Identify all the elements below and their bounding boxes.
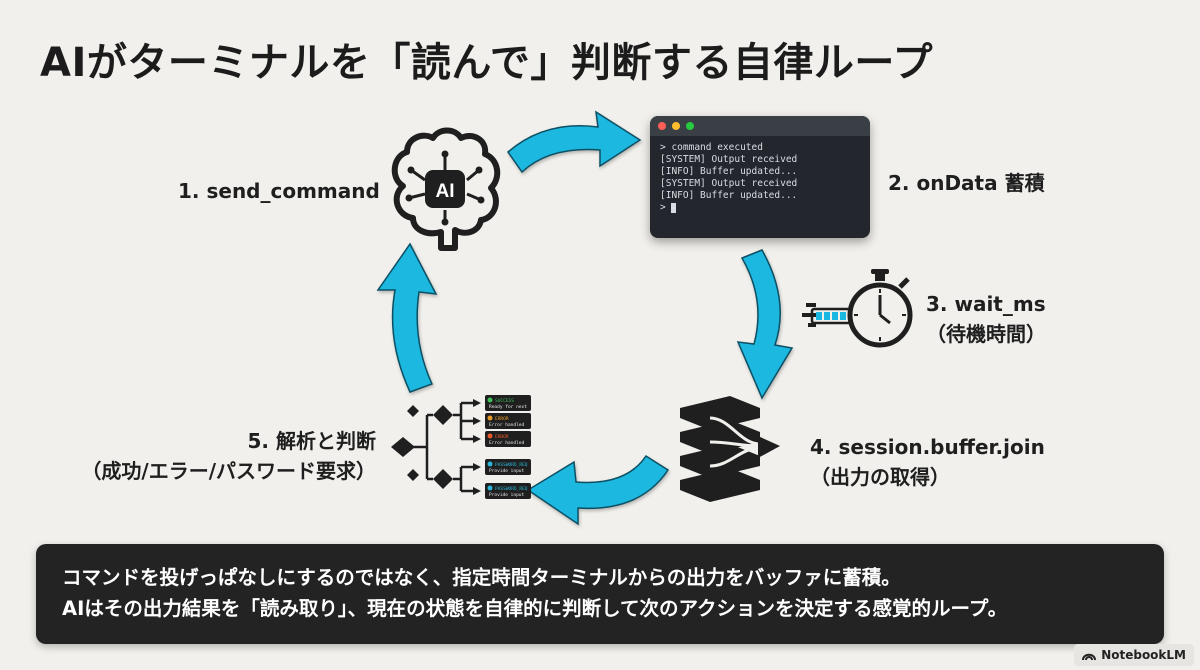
terminal-line: [SYSTEM] Output received: [660, 178, 798, 189]
loop-arrows: [376, 110, 794, 526]
cursor-icon: [671, 202, 677, 213]
stopwatch-icon: [802, 269, 913, 348]
step-1-label: 1. send_command: [178, 179, 380, 203]
decision-tag-status: ERROR: [495, 434, 509, 440]
terminal-line: [INFO] Buffer updated...: [660, 166, 798, 177]
decision-tag-message: Error handled: [489, 422, 525, 428]
brain-ai-text: AI: [436, 181, 455, 202]
buffer-stack-icon: [680, 396, 780, 502]
step-5-title: 5. 解析と判断: [247, 429, 376, 453]
arrow-4-to-5: [526, 454, 670, 526]
step-5-subtitle: （成功/エラー/パスワード要求）: [81, 459, 376, 483]
brain-icon: AI: [391, 127, 501, 251]
badge-text: NotebookLM: [1101, 648, 1186, 662]
decision-tag-message: Error handled: [489, 440, 525, 446]
terminal-window: > command executed [SYSTEM] Output recei…: [650, 116, 870, 238]
decision-tag-message: Ready for next: [489, 404, 527, 410]
terminal-line: [INFO] Buffer updated...: [660, 190, 798, 201]
decision-tag-status: SUCCESS: [495, 398, 514, 404]
caption-line-1: コマンドを投げっぱなしにするのではなく、指定時間ターミナルからの出力をバッファに…: [62, 566, 901, 589]
decision-tag-message: Provide input: [489, 468, 525, 474]
terminal-output: > command executed [SYSTEM] Output recei…: [650, 136, 870, 220]
minimize-dot-icon: [672, 122, 680, 130]
terminal-titlebar: [650, 116, 870, 136]
decision-tag-status: PASSWORD_REQ: [495, 486, 528, 492]
decision-tag-status: ERROR: [495, 416, 509, 422]
notebooklm-badge[interactable]: NotebookLM: [1074, 644, 1194, 666]
decision-tag-status: PASSWORD_REQ: [495, 462, 528, 468]
step-4-subtitle: （出力の取得）: [810, 465, 950, 489]
close-dot-icon: [658, 122, 666, 130]
arrow-2-to-4: [736, 249, 794, 400]
caption-box: コマンドを投げっぱなしにするのではなく、指定時間ターミナルからの出力をバッファに…: [36, 544, 1164, 644]
caption-line-2: AIはその出力結果を「読み取り」、現在の状態を自律的に判断して次のアクションを決…: [62, 597, 1008, 620]
page-title: AIがターミナルを「読んで」判断する自律ループ: [40, 40, 933, 86]
step-4-label: 4. session.buffer.join （出力の取得）: [810, 432, 1045, 492]
step-3-label: 3. wait_ms （待機時間）: [926, 289, 1046, 349]
decision-tag-message: Provide input: [489, 492, 525, 498]
step-4-title: 4. session.buffer.join: [810, 435, 1045, 459]
prompt-symbol: >: [660, 202, 666, 213]
terminal-line: > command executed: [660, 142, 763, 153]
step-2-label: 2. onData 蓄積: [888, 171, 1045, 195]
arrow-5-to-1: [376, 242, 438, 393]
terminal-line: [SYSTEM] Output received: [660, 154, 798, 165]
step-3-subtitle: （待機時間）: [926, 322, 1046, 346]
step-3-title: 3. wait_ms: [926, 292, 1046, 316]
maximize-dot-icon: [686, 122, 694, 130]
step-5-label: 5. 解析と判断 （成功/エラー/パスワード要求）: [50, 426, 376, 486]
terminal-prompt: >: [660, 202, 860, 214]
arrow-1-to-2: [506, 110, 642, 174]
notebooklm-logo-icon: [1082, 653, 1097, 661]
